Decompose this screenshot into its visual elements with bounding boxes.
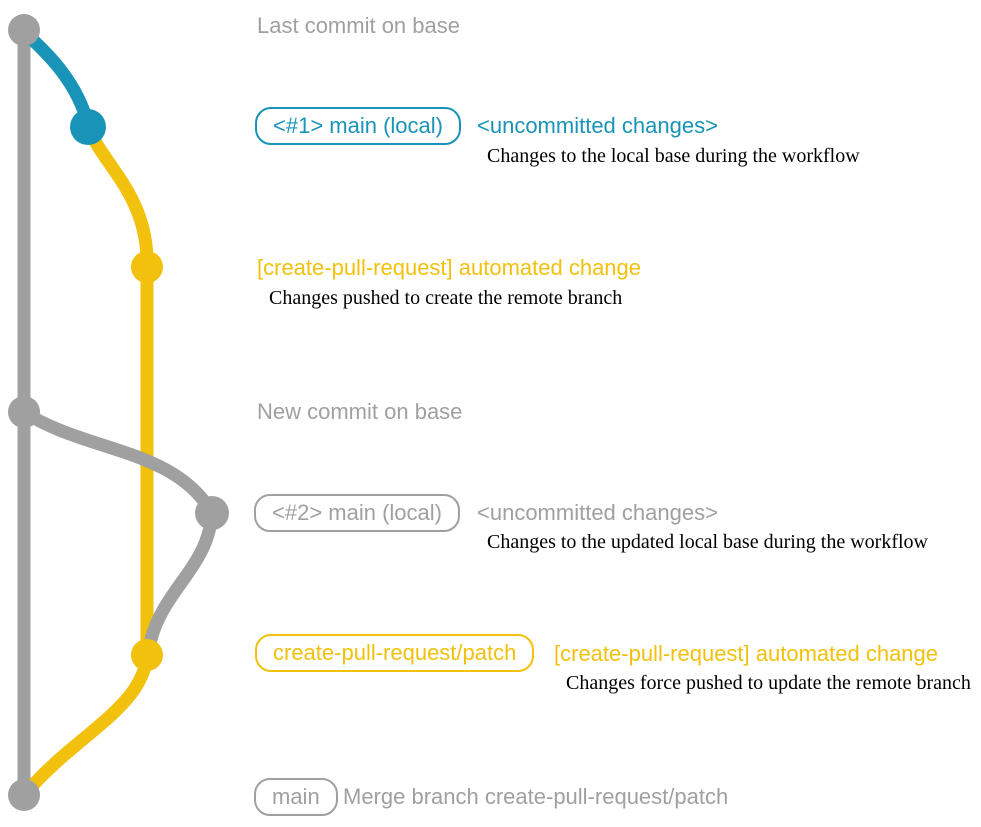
- annotation-last-commit-on-base: Last commit on base: [257, 13, 460, 38]
- commit-message-automated-1: [create-pull-request] automated change: [257, 255, 642, 280]
- commit-graph: [8, 14, 229, 811]
- commit-dot-base-2: [8, 396, 40, 428]
- commit-message-uncommitted-2: <uncommitted changes>: [477, 500, 718, 525]
- commit-dot-patch-1: [131, 251, 163, 283]
- commit-dot-local-2: [195, 496, 229, 530]
- commit-note-uncommitted-1: Changes to the local base during the wor…: [487, 145, 860, 167]
- commit-message-uncommitted-1: <uncommitted changes>: [477, 113, 718, 138]
- ref-badge-main-local-1: <#1> main (local): [255, 107, 461, 145]
- commit-note-uncommitted-2: Changes to the updated local base during…: [487, 531, 928, 553]
- annotation-new-commit-on-base: New commit on base: [257, 399, 463, 424]
- automated-change-2-edge: [142, 506, 219, 655]
- commit-message-merge: Merge branch create-pull-request/patch: [343, 784, 729, 809]
- uncommitted-changes-1-edge: [17, 25, 95, 131]
- commit-dot-local-1: [70, 109, 106, 145]
- merge-edge: [19, 648, 154, 800]
- uncommitted-changes-2-edge: [17, 405, 219, 520]
- commit-dot-merge: [8, 779, 40, 811]
- commit-note-automated-1: Changes pushed to create the remote bran…: [269, 287, 623, 309]
- commit-dot-base-1: [8, 14, 40, 46]
- commit-note-automated-2: Changes force pushed to update the remot…: [566, 672, 971, 694]
- ref-badge-create-pull-request-patch: create-pull-request/patch: [255, 634, 535, 672]
- ref-badge-main: main: [254, 778, 338, 816]
- automated-change-1-edge: [81, 120, 154, 269]
- commit-message-automated-2: [create-pull-request] automated change: [554, 641, 939, 666]
- commit-dot-patch-2: [131, 639, 163, 671]
- ref-badge-main-local-2: <#2> main (local): [254, 494, 460, 532]
